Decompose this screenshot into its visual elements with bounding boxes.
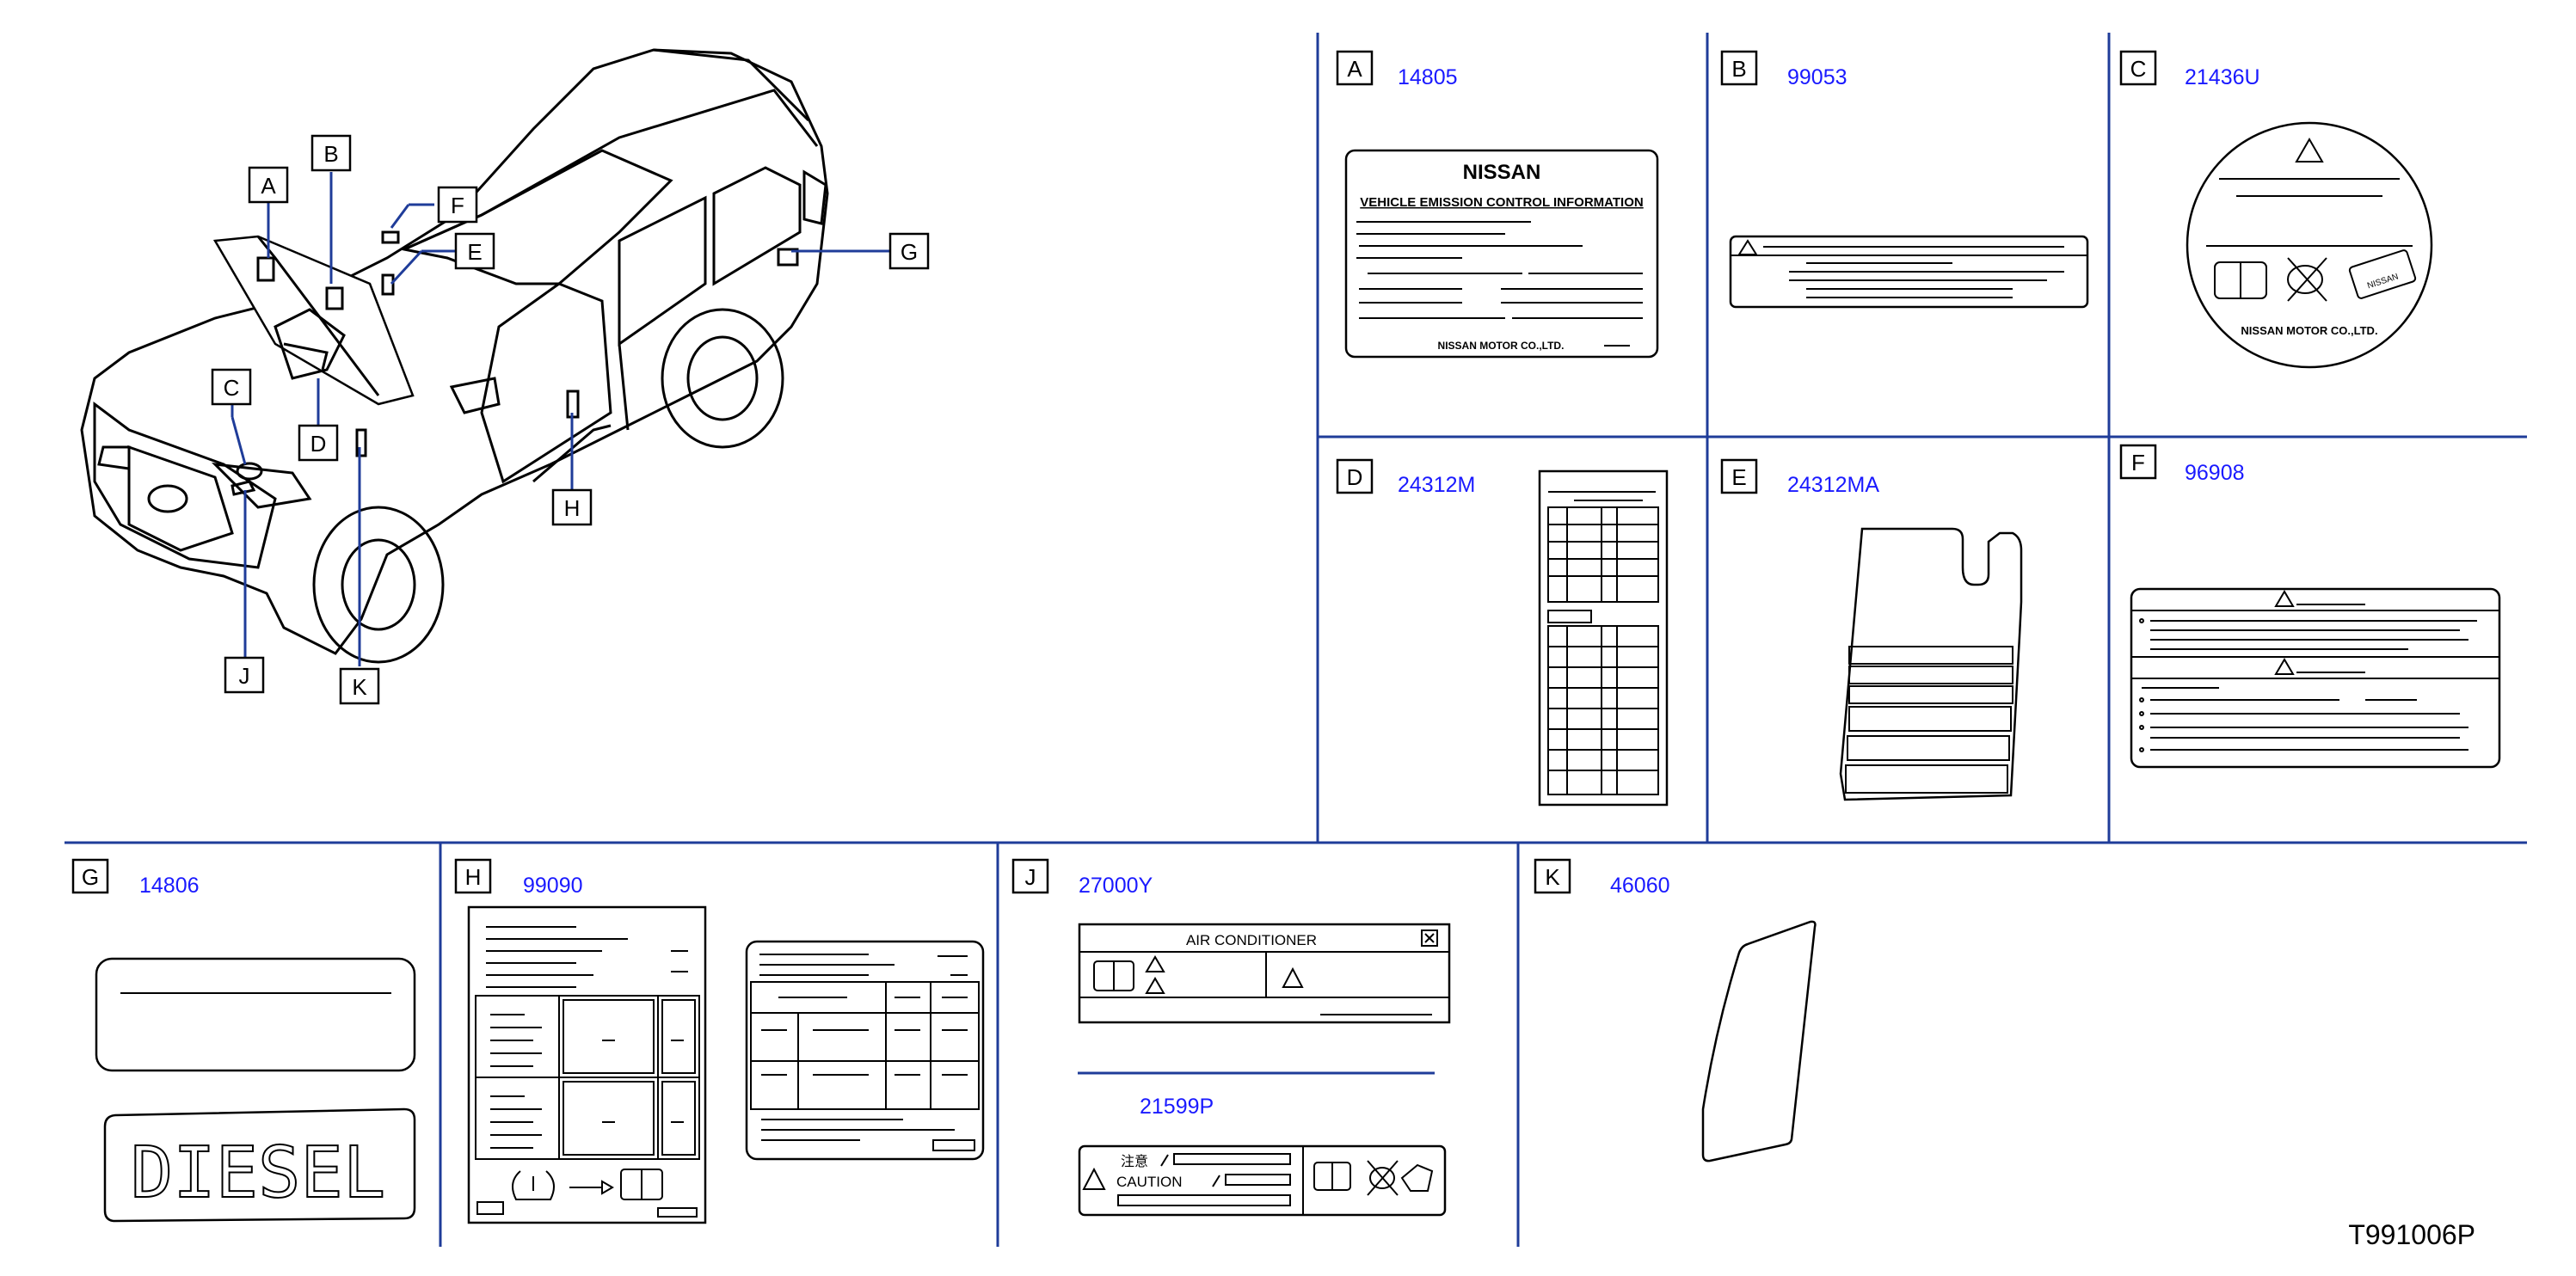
part-number-A: 14805 <box>1398 65 1458 89</box>
caution-en-text: CAUTION <box>1116 1174 1183 1190</box>
callout-C: C <box>224 375 240 401</box>
ac-label-title: AIR CONDITIONER <box>1186 932 1317 948</box>
callout-G: G <box>901 239 918 265</box>
panel-A: A 14805 NISSAN VEHICLE EMISSION CONTROL … <box>1336 50 1659 359</box>
panel-letter-C: C <box>2130 56 2147 82</box>
callout-F: F <box>451 193 464 218</box>
panel-E: E 24312MA <box>1720 458 2023 801</box>
label-heading-A: VEHICLE EMISSION CONTROL INFORMATION <box>1360 195 1643 210</box>
panel-letter-K: K <box>1545 864 1560 890</box>
panel-letter-A: A <box>1347 56 1362 82</box>
panel-letter-G: G <box>82 864 99 890</box>
part-number-J2: 21599P <box>1140 1095 1214 1119</box>
part-number-F: 96908 <box>2185 461 2245 485</box>
caution-jp-text: 注意 <box>1121 1153 1148 1169</box>
panel-letter-D: D <box>1347 464 1363 490</box>
part-number-E: 24312MA <box>1787 473 1879 497</box>
panel-G: G 14806 DIESEL <box>71 858 416 1223</box>
panel-letter-F: F <box>2131 450 2145 475</box>
part-number-C: 21436U <box>2185 65 2260 89</box>
part-number-J: 27000Y <box>1079 874 1153 898</box>
part-number-B: 99053 <box>1787 65 1847 89</box>
part-number-H: 99090 <box>523 874 583 898</box>
panel-F: F 96908 <box>2119 444 2501 769</box>
callout-B: B <box>323 141 338 167</box>
vehicle-callouts: A B C D E F G H J K <box>211 134 930 705</box>
panel-grid <box>65 33 2527 1247</box>
panel-K: K 46060 <box>1534 858 1817 1163</box>
callout-K: K <box>352 674 367 700</box>
panel-letter-J: J <box>1025 864 1036 890</box>
part-number-K: 46060 <box>1610 874 1670 898</box>
part-number-G: 14806 <box>139 874 200 898</box>
vehicle-drawing <box>80 48 829 664</box>
label-footer-A: NISSAN MOTOR CO.,LTD. <box>1438 340 1565 352</box>
panel-letter-B: B <box>1731 56 1746 82</box>
diesel-badge-text: DIESEL <box>131 1132 385 1214</box>
panel-D: D 24312M <box>1336 458 1669 807</box>
panel-letter-H: H <box>465 864 482 890</box>
panel-H: H 99090 <box>454 858 985 1224</box>
panel-letter-E: E <box>1731 464 1746 490</box>
callout-J: J <box>239 663 250 689</box>
part-number-D: 24312M <box>1398 473 1475 497</box>
label-brand-A: NISSAN <box>1463 161 1541 184</box>
callout-D: D <box>310 431 327 457</box>
panel-J: J 27000Y AIR CONDITIONER 21599P 注意 CAUTI… <box>1011 858 1451 1217</box>
panel-B: B 99053 <box>1720 50 2089 309</box>
panel-C: C 21436U NISSAN NISSAN MOTOR CO.,LTD. <box>2119 50 2433 369</box>
callout-H: H <box>564 495 581 521</box>
callout-A: A <box>261 173 276 199</box>
callout-E: E <box>467 239 482 265</box>
label-footer-C: NISSAN MOTOR CO.,LTD. <box>2241 324 2377 337</box>
drawing-number: T991006P <box>2348 1219 2475 1250</box>
